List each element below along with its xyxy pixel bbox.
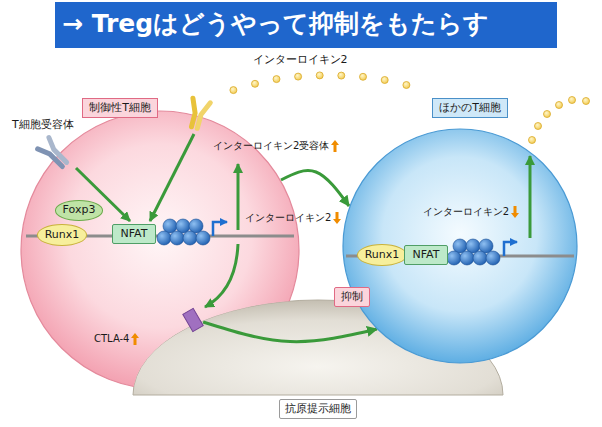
cell-name: 制御性T細胞 (89, 101, 151, 115)
nucleosome (157, 231, 171, 245)
decrease-arrow (511, 206, 519, 218)
ctla4-molecule (183, 308, 203, 331)
interleukin-dot (403, 82, 410, 89)
node-label: NFAT (121, 227, 148, 241)
node-label: NFAT (413, 248, 440, 262)
nucleosome (183, 231, 197, 245)
interleukin-dot (583, 98, 590, 105)
cell-outline (20, 110, 300, 390)
signal-arrow (529, 156, 532, 238)
node-label: 抗原提示細胞 (285, 402, 351, 416)
cell-membrane (343, 129, 577, 363)
arrow-glyph (331, 140, 339, 152)
interleukin-dot (381, 77, 388, 84)
nucleosome (473, 251, 487, 265)
cell-tag: 制御性T細胞 (82, 98, 158, 118)
signal-arrow (205, 244, 238, 307)
increase-arrow (331, 140, 339, 152)
annotation-text: インターロイキン2 (245, 211, 331, 224)
annotation-text: CTLA-4 (94, 332, 129, 345)
decrease-arrow (333, 212, 341, 224)
nucleosome (460, 251, 474, 265)
nucleosome (447, 251, 461, 265)
interleukin-dot (295, 73, 302, 80)
interleukin-dot (230, 87, 237, 94)
annotation: T細胞受容体 (12, 118, 74, 132)
annotation: インターロイキン2受容体 (213, 139, 339, 152)
interleukin-dot (252, 80, 259, 87)
interleukin-dot (338, 72, 345, 79)
arrow-glyph (333, 212, 341, 224)
transcription-start-arrow (504, 242, 517, 256)
transcription-start-arrow (213, 222, 227, 236)
receptor-chain (45, 138, 70, 163)
runx1-protein: Runx1 (37, 224, 88, 246)
signal-arrow (237, 164, 240, 230)
nucleosome (170, 231, 184, 245)
cell-membrane (21, 111, 299, 389)
interleukin-dot (316, 72, 323, 79)
interleukin-dot (273, 76, 280, 83)
node-label: Runx1 (45, 228, 80, 242)
t-cell-receptor (38, 138, 71, 171)
node-label: 抑制 (341, 290, 363, 304)
interleukin-dot (569, 97, 576, 104)
annotation: インターロイキン2 (245, 211, 341, 224)
annotation-text: インターロイキン2 (423, 205, 509, 218)
cell-tag: ほかのT細胞 (432, 98, 508, 118)
signal-arrow (150, 134, 194, 221)
signal-arrow (76, 168, 130, 221)
interleukin-dot (360, 73, 367, 80)
nucleosome (196, 231, 210, 245)
annotation: インターロイキン2 (253, 53, 348, 67)
interleukin-dot (556, 102, 563, 109)
interleukin-dot (535, 123, 542, 130)
nucleosome (486, 251, 500, 265)
annotation-text: インターロイキン2受容体 (213, 139, 329, 152)
runx1-protein: Runx1 (357, 244, 408, 266)
increase-arrow (131, 333, 139, 345)
interleukin2-receptor (186, 98, 211, 130)
annotation: CTLA-4 (94, 332, 139, 345)
foxp3-protein: Foxp3 (55, 200, 104, 221)
annotation: インターロイキン2 (423, 205, 519, 218)
cell-name-box: 抗原提示細胞 (279, 399, 357, 419)
page-title: → Tregはどうやって抑制をもたらす (62, 8, 489, 40)
connector (281, 171, 349, 206)
node-label: Foxp3 (63, 203, 96, 217)
receptor-chain (197, 101, 210, 130)
suppression-tag: 抑制 (334, 287, 370, 307)
interleukin-dot (544, 111, 551, 118)
nfat-protein: NFAT (112, 224, 156, 244)
annotation-text: インターロイキン2 (253, 53, 348, 67)
interleukin-dot (529, 137, 536, 144)
nfat-protein: NFAT (404, 245, 448, 265)
regulatory-t-cell: 制御性T細胞Foxp3Runx1NFAT (20, 110, 300, 390)
annotation-text: T細胞受容体 (12, 118, 74, 132)
node-label: Runx1 (365, 248, 400, 262)
cell-name: ほかのT細胞 (439, 101, 501, 115)
title-banner (55, 2, 557, 48)
